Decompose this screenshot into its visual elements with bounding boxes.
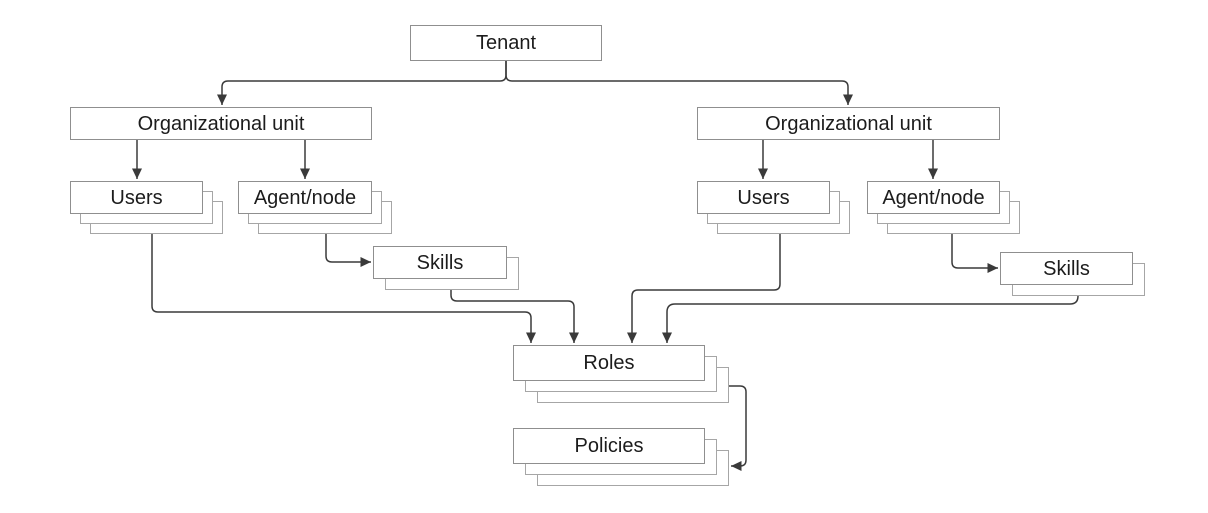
edge-tenant-to-org-unit-right: [505, 61, 853, 105]
node-label: Users: [110, 186, 163, 209]
node-box: Skills: [373, 246, 507, 279]
node-org-unit-left: Organizational unit: [70, 107, 372, 140]
edge-agent-node-right-to-skills-right: [951, 234, 998, 273]
node-label: Skills: [416, 251, 464, 274]
edge-users-right-to-roles: [627, 234, 781, 343]
node-skills-left: Skills: [373, 246, 519, 290]
edge-agent-node-left-to-skills-left: [325, 234, 371, 267]
node-box: Tenant: [410, 25, 602, 61]
edge-tenant-to-org-unit-left: [217, 61, 507, 105]
edge-skills-left-to-roles: [450, 290, 579, 343]
node-label: Policies: [574, 435, 644, 457]
node-label: Skills: [1043, 257, 1090, 280]
node-roles: Roles: [513, 345, 729, 403]
node-label: Organizational unit: [137, 112, 305, 135]
node-tenant: Tenant: [410, 25, 602, 61]
node-label: Agent/node: [253, 186, 357, 209]
node-box: Organizational unit: [70, 107, 372, 140]
node-agent-node-left: Agent/node: [238, 181, 392, 234]
node-label: Roles: [583, 352, 635, 374]
node-box: Skills: [1000, 252, 1133, 285]
edge-roles-to-policies: [729, 385, 747, 471]
node-skills-right: Skills: [1000, 252, 1145, 296]
node-box: Agent/node: [238, 181, 372, 214]
node-agent-node-right: Agent/node: [867, 181, 1020, 234]
node-box: Users: [697, 181, 830, 214]
node-box: Users: [70, 181, 203, 214]
node-box: Roles: [513, 345, 705, 381]
node-policies: Policies: [513, 428, 729, 486]
node-org-unit-right: Organizational unit: [697, 107, 1000, 140]
edge-users-left-to-roles: [151, 234, 536, 343]
node-users-right: Users: [697, 181, 850, 234]
node-label: Organizational unit: [765, 112, 932, 135]
node-label: Tenant: [475, 32, 537, 54]
node-box: Organizational unit: [697, 107, 1000, 140]
node-label: Agent/node: [882, 186, 985, 209]
node-box: Policies: [513, 428, 705, 464]
edge-skills-right-to-roles: [662, 295, 1079, 343]
node-box: Agent/node: [867, 181, 1000, 214]
node-label: Users: [737, 186, 790, 209]
node-users-left: Users: [70, 181, 223, 234]
